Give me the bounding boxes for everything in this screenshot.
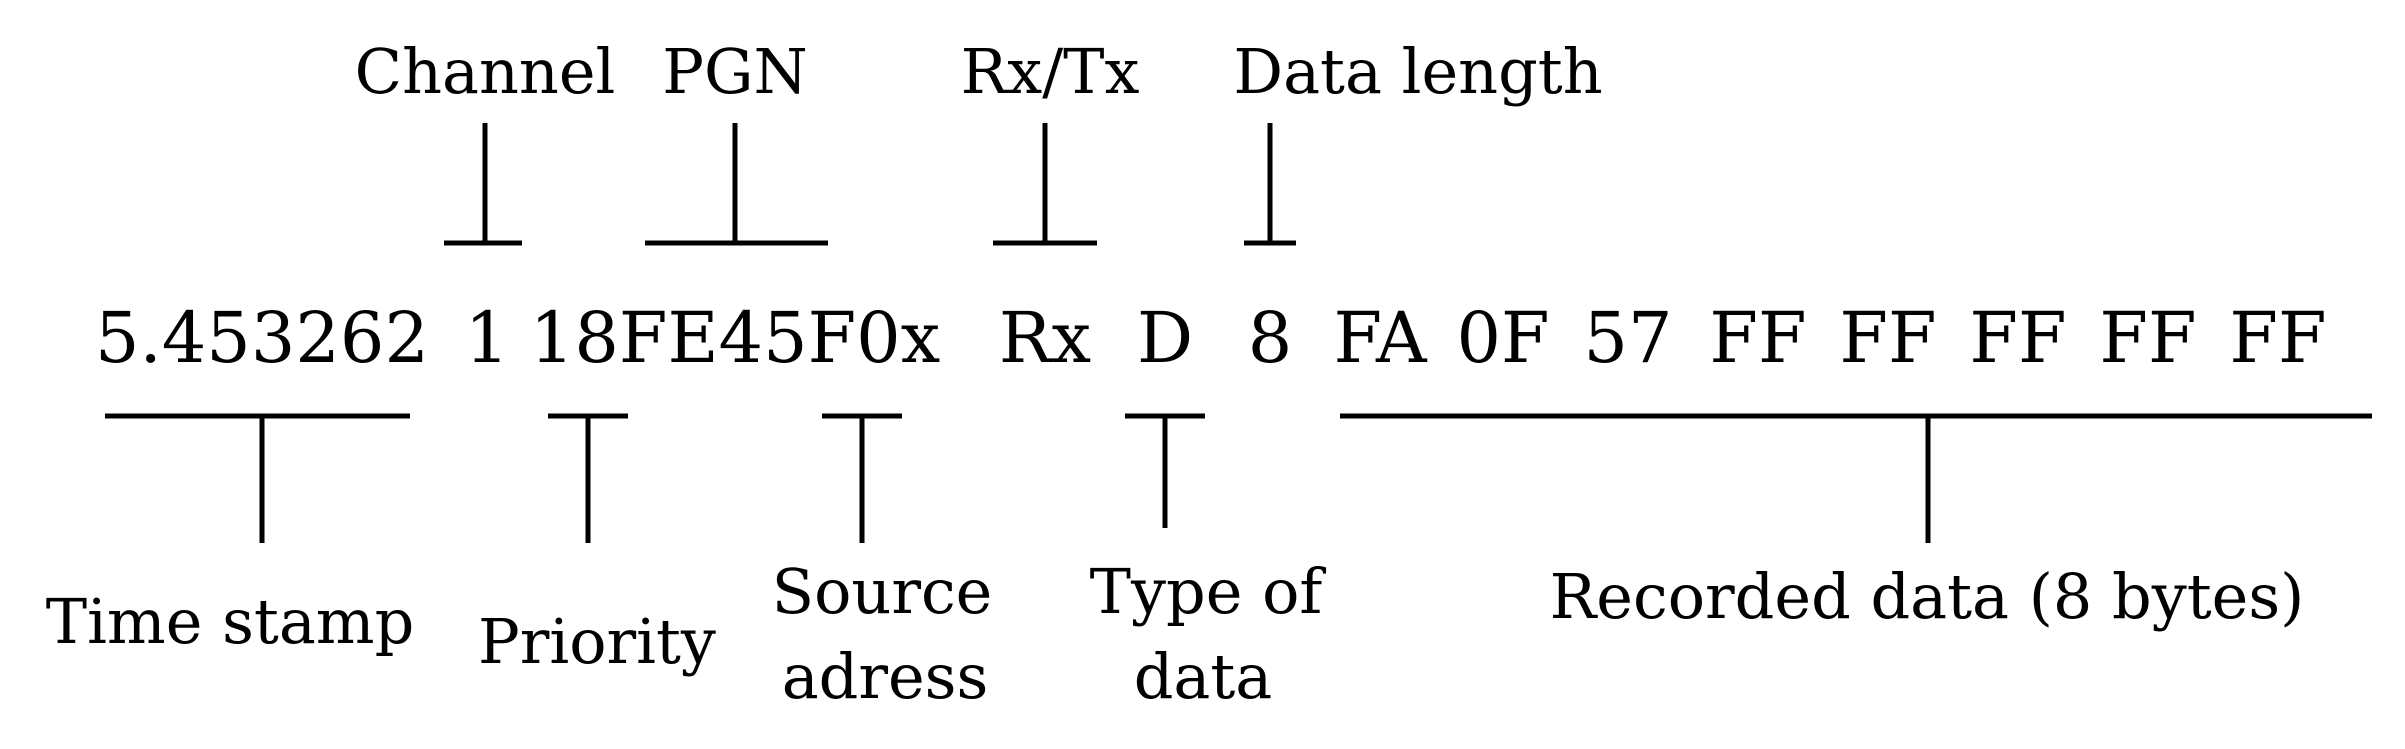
- token-byte: FF: [1839, 297, 1936, 379]
- token-byte: FF: [1709, 297, 1806, 379]
- token-pgn-id: 18FE45F0x: [530, 297, 940, 379]
- label-source-line1: Source: [772, 555, 993, 628]
- bracket-pgn: [645, 123, 828, 246]
- label-type-line1: Type of: [1090, 555, 1327, 628]
- label-type-line2: data: [1134, 640, 1273, 713]
- token-direction: Rx: [999, 297, 1091, 379]
- label-priority: Priority: [478, 605, 716, 678]
- token-byte: 0F: [1456, 297, 1549, 379]
- token-length: 8: [1248, 297, 1293, 379]
- token-timestamp: 5.453262: [95, 297, 429, 379]
- label-source-line2: adress: [782, 640, 989, 713]
- label-time-stamp: Time stamp: [46, 585, 415, 658]
- bracket-type-of-data: [1125, 413, 1205, 528]
- bracket-channel: [444, 123, 522, 246]
- token-byte: FF: [2099, 297, 2196, 379]
- token-byte: FA: [1333, 297, 1427, 379]
- bracket-rx-tx: [993, 123, 1097, 246]
- label-channel: Channel: [355, 35, 616, 108]
- token-byte: FF: [2229, 297, 2326, 379]
- bracket-time-stamp: [105, 413, 410, 543]
- label-data-length: Data length: [1233, 35, 1602, 108]
- label-recorded-data: Recorded data (8 bytes): [1550, 560, 2305, 633]
- token-type: D: [1137, 297, 1193, 379]
- token-byte: FF: [1969, 297, 2066, 379]
- token-channel: 1: [465, 297, 510, 379]
- label-rx-tx: Rx/Tx: [961, 35, 1140, 108]
- bracket-source-address: [822, 413, 902, 543]
- bracket-data-length: [1244, 123, 1296, 246]
- bracket-recorded-data: [1340, 413, 2372, 543]
- token-byte: 57: [1583, 297, 1672, 379]
- label-pgn: PGN: [662, 35, 808, 108]
- bracket-priority: [548, 413, 628, 543]
